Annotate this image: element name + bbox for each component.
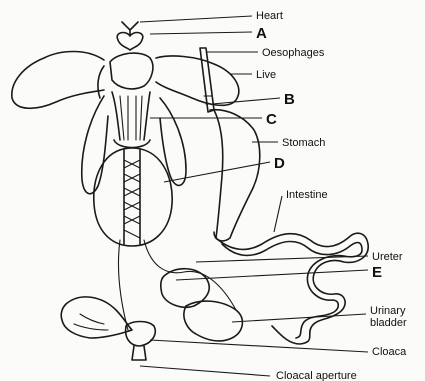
label-urinary: Urinary: [370, 305, 406, 317]
label-cloaca: Cloaca: [372, 346, 407, 358]
stomach-drawing: [210, 110, 260, 241]
leader-lines: [140, 16, 368, 376]
ureter-drawing: [118, 240, 236, 330]
gonad-drawing: [94, 148, 172, 246]
label-heart: Heart: [256, 10, 283, 22]
label-intestine: Intestine: [286, 189, 328, 201]
intestine-drawing: [216, 233, 368, 344]
label-bladder: bladder: [370, 317, 407, 329]
label-oesophages: Oesophages: [262, 47, 325, 59]
lower-lobes-drawing: [61, 297, 132, 338]
kidneys-drawing: [112, 92, 150, 148]
label-cloacal-aperture: Cloacal aperture: [276, 370, 357, 381]
label-a: A: [256, 25, 267, 42]
label-d: D: [274, 155, 285, 172]
label-live: Live: [256, 69, 276, 81]
label-stomach: Stomach: [282, 137, 325, 149]
label-b: B: [284, 91, 295, 108]
heart-drawing: [117, 22, 143, 50]
label-ureter: Ureter: [372, 251, 403, 263]
label-c: C: [266, 111, 277, 128]
label-e: E: [372, 264, 382, 281]
